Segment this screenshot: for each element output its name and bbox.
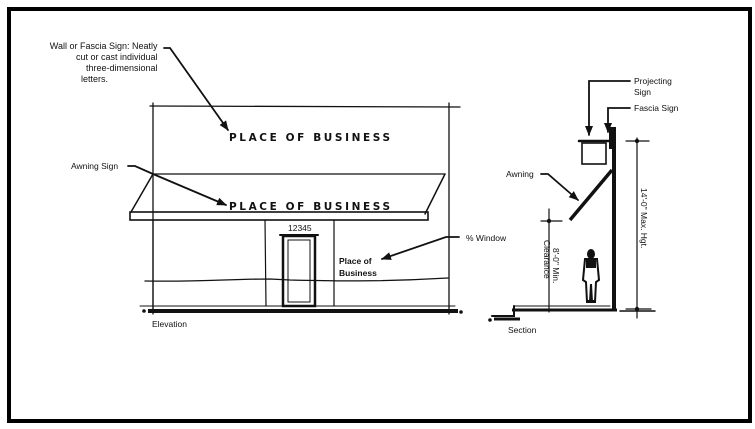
awning-sign-leader-arrow bbox=[127, 165, 227, 206]
wall-sign-label: Wall or Fascia Sign: Neatly cut or cast … bbox=[50, 41, 160, 84]
clearance-label: 8'-0" Min. bbox=[551, 248, 561, 283]
pier-mid bbox=[264, 219, 267, 307]
projecting-sign-box bbox=[581, 142, 607, 165]
bulkhead-line bbox=[144, 277, 449, 282]
section-view: Projecting Sign Fascia Sign Awning 8'-0"… bbox=[488, 76, 679, 335]
window-label: % Window bbox=[466, 233, 507, 243]
awning-valance bbox=[129, 211, 429, 221]
awning-sign-label: Awning Sign bbox=[71, 161, 118, 171]
max-height-label: 14'-0" Max. Hgt. bbox=[639, 188, 649, 248]
fascia-sign-label: Fascia Sign bbox=[634, 103, 679, 113]
parapet-top-line bbox=[149, 105, 461, 108]
awning-section bbox=[568, 168, 614, 222]
diagram-frame bbox=[7, 7, 752, 423]
wall-sign-text: PLACE OF BUSINESS bbox=[229, 132, 393, 144]
door-frame bbox=[281, 234, 317, 308]
elevation-view: Wall or Fascia Sign: Neatly cut or cast … bbox=[50, 41, 507, 329]
fascia-sign-board bbox=[609, 127, 613, 149]
door-panel bbox=[287, 239, 311, 303]
wall-sign-leader-arrow bbox=[163, 47, 229, 131]
awning-sign-text: PLACE OF BUSINESS bbox=[229, 201, 393, 213]
clearance-dim-dot bbox=[546, 218, 552, 224]
ground-marker bbox=[142, 309, 146, 313]
person-figure-icon bbox=[581, 249, 601, 303]
section-curb bbox=[491, 305, 515, 317]
fascia-sign-leader-arrow bbox=[604, 107, 631, 133]
awning-right-slope bbox=[424, 173, 446, 215]
elevation-caption: Elevation bbox=[152, 319, 187, 329]
section-caption: Section bbox=[508, 325, 537, 335]
awning-label: Awning bbox=[506, 169, 534, 179]
window-leader-arrow bbox=[381, 236, 460, 260]
projecting-sign-leader-arrow bbox=[585, 80, 631, 136]
street-marker bbox=[488, 318, 492, 322]
ground-marker bbox=[459, 310, 463, 314]
awning-left-slope bbox=[130, 173, 154, 213]
clearance-label-2: Clearance bbox=[542, 240, 552, 279]
awning-leader-arrow bbox=[540, 173, 579, 201]
window-business-text: Place of Business bbox=[339, 256, 377, 278]
max-height-dim-dot bbox=[634, 306, 640, 312]
max-height-dim-dot bbox=[634, 138, 640, 144]
address-number: 12345 bbox=[288, 223, 312, 233]
projecting-sign-label: Projecting Sign bbox=[634, 76, 674, 97]
